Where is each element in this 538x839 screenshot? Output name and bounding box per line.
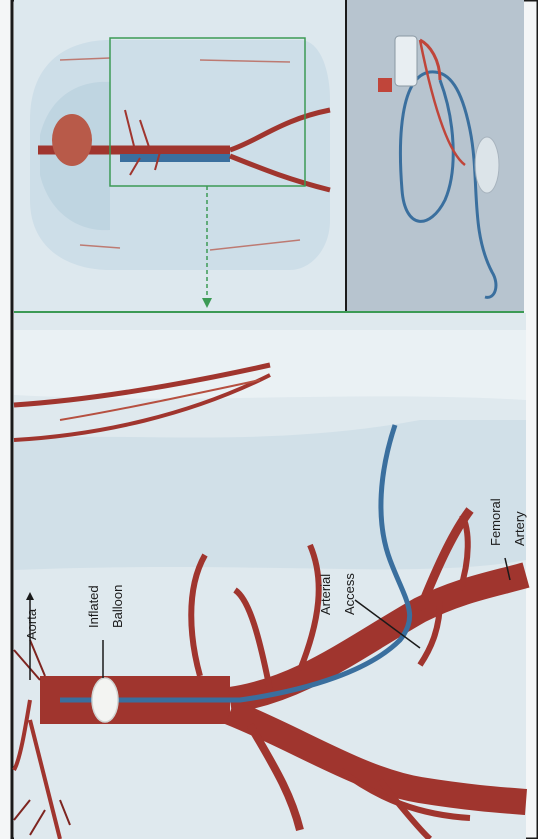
catheter-hub — [395, 36, 417, 86]
label-access-1: Arterial — [318, 574, 333, 615]
label-balloon-1: Inflated — [86, 585, 101, 628]
inflated-balloon — [92, 678, 118, 722]
label-access-2: Access — [342, 573, 357, 615]
body-overview-panel — [14, 0, 346, 312]
anatomy-detail-panel: Aorta Inflated Balloon Arterial Access F… — [14, 313, 527, 839]
overview-heart — [52, 114, 92, 166]
label-balloon-2: Balloon — [110, 585, 125, 628]
catheter-photo-panel — [346, 0, 524, 312]
photo-balloon — [475, 137, 499, 193]
label-femoral-1: Femoral — [488, 498, 503, 546]
label-femoral-2: Artery — [512, 511, 527, 546]
label-aorta: Aorta — [24, 608, 39, 640]
catheter-cap — [378, 78, 392, 92]
